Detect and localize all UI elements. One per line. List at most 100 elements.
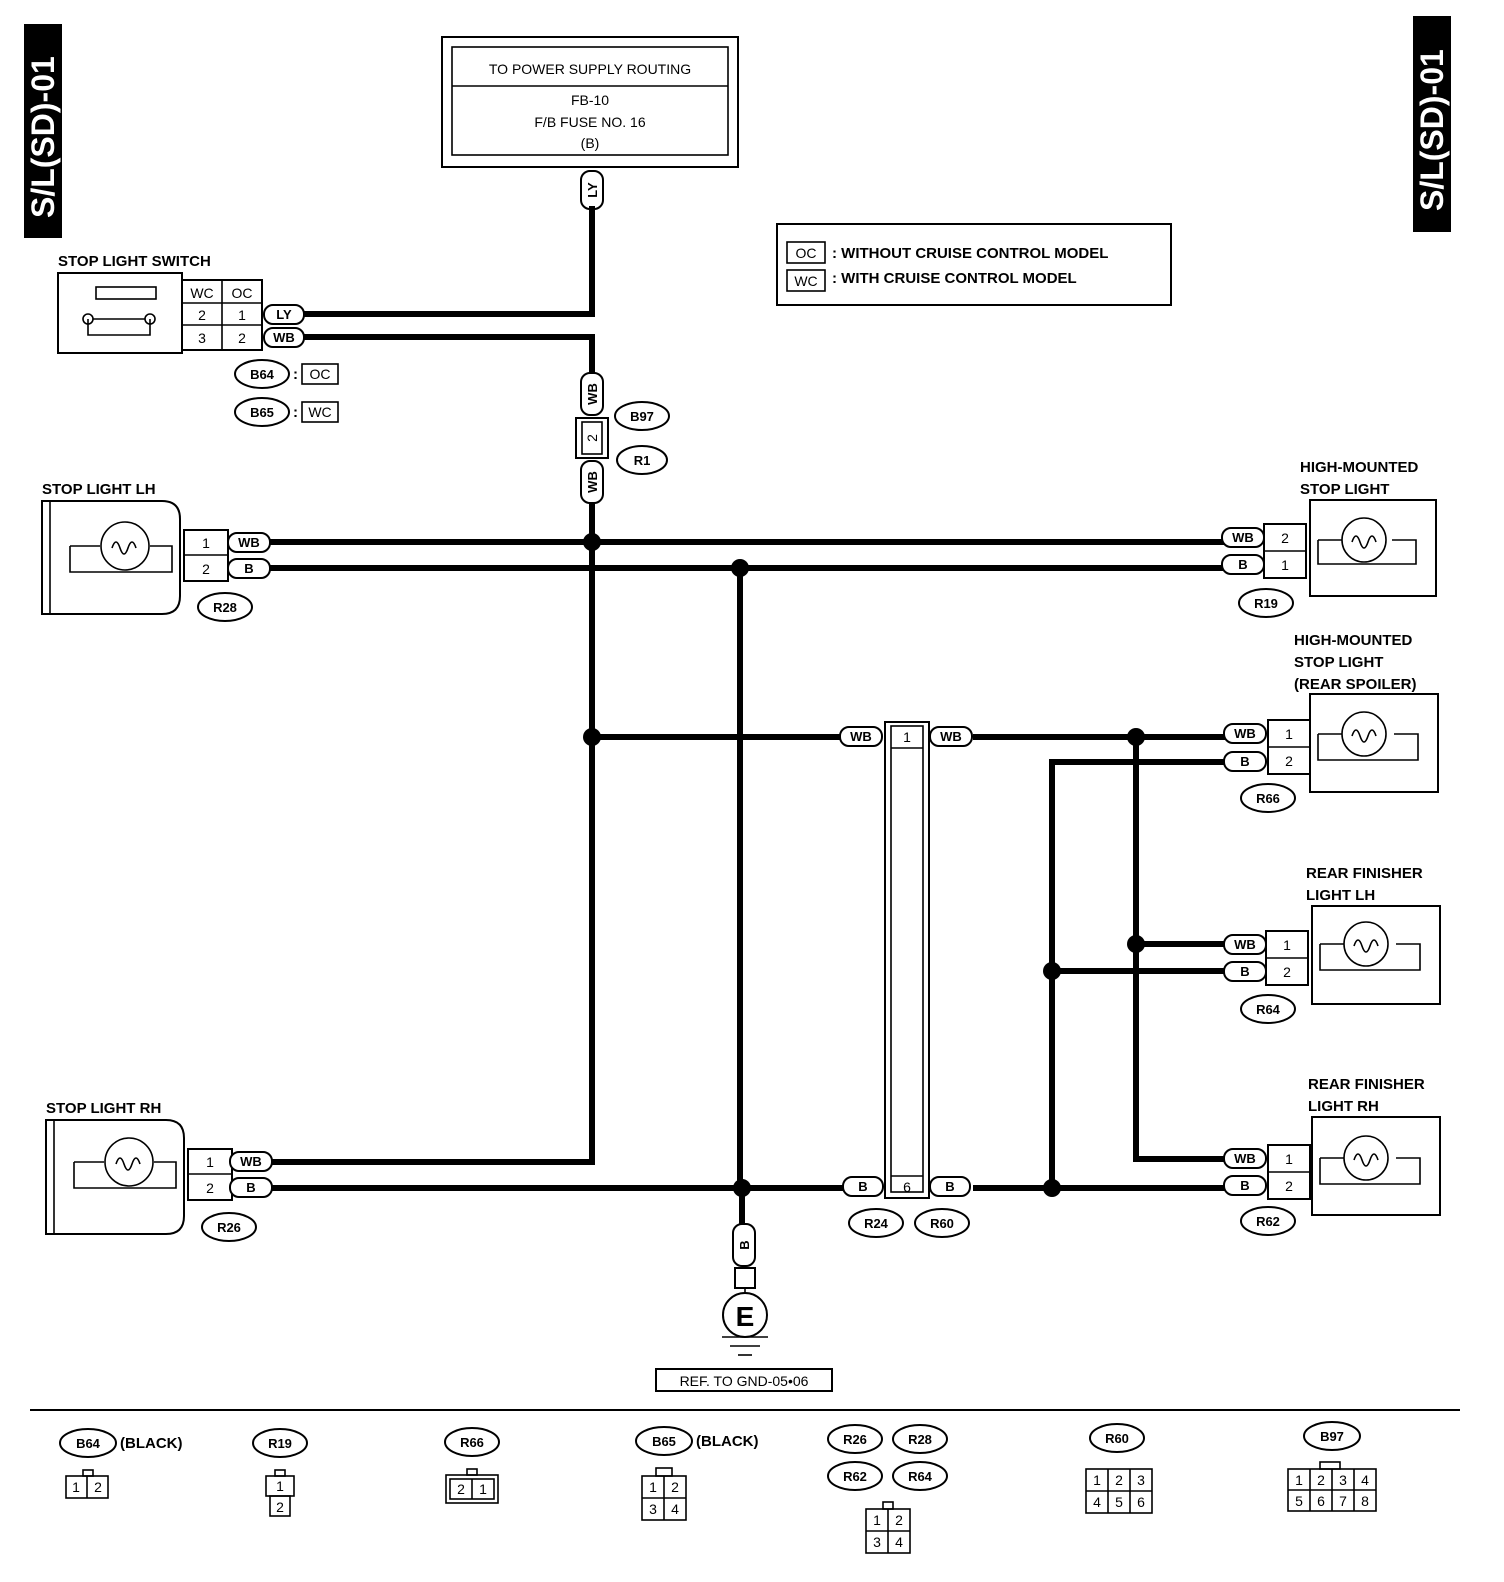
svg-text:2: 2 (198, 307, 206, 323)
high-mounted-stop-light-rear-spoiler: HIGH-MOUNTED STOP LIGHT (REAR SPOILER) (1294, 632, 1439, 793)
svg-text:(REAR SPOILER): (REAR SPOILER) (1294, 676, 1417, 693)
svg-text:R64: R64 (908, 1469, 933, 1484)
svg-text:R26: R26 (843, 1432, 867, 1447)
page-code-right: S/L(SD)-01 (1414, 49, 1450, 211)
svg-text:WB: WB (585, 383, 600, 405)
svg-text:B64: B64 (76, 1436, 101, 1451)
svg-text:2: 2 (1285, 1178, 1293, 1194)
connector-b64 (234, 359, 290, 389)
svg-text:R60: R60 (1105, 1431, 1129, 1446)
wire-tag-wb-lh (227, 532, 271, 553)
stop-light-rh-label: STOP LIGHT RH (46, 1100, 161, 1117)
svg-text:2: 2 (584, 434, 600, 442)
svg-text:2: 2 (1281, 530, 1289, 546)
svg-text:4: 4 (1093, 1494, 1101, 1510)
svg-text:E: E (736, 1301, 755, 1332)
svg-text:LY: LY (585, 182, 600, 198)
svg-text:1: 1 (1285, 726, 1293, 742)
svg-text::: : (293, 366, 298, 383)
power-line-1: FB-10 (571, 92, 609, 108)
svg-text:R28: R28 (213, 600, 237, 615)
svg-text:WB: WB (273, 330, 295, 345)
page-code-tab-right (1413, 16, 1451, 232)
rear-finisher-light-rh: REAR FINISHER LIGHT RH (1308, 1076, 1441, 1216)
stop-light-switch: STOP LIGHT SWITCH WC OC 2 1 3 2 (57, 253, 263, 354)
junction-dots (583, 533, 1145, 1197)
svg-text:(BLACK): (BLACK) (120, 1435, 182, 1452)
svg-text:6: 6 (903, 1179, 911, 1195)
svg-text:OC: OC (310, 366, 331, 382)
wire-tag-wb-rh (229, 1151, 273, 1172)
svg-text:B: B (737, 1240, 752, 1249)
svg-text:B97: B97 (630, 409, 654, 424)
svg-text:HIGH-MOUNTED: HIGH-MOUNTED (1300, 459, 1418, 476)
legend-wc-code: WC (794, 273, 817, 289)
svg-text:R66: R66 (460, 1435, 484, 1450)
svg-text:8: 8 (1361, 1493, 1369, 1509)
svg-text:R24: R24 (864, 1216, 889, 1231)
svg-text:3: 3 (873, 1534, 881, 1550)
svg-text:6: 6 (1137, 1494, 1145, 1510)
ground-ref: REF. TO GND-05•06 (680, 1373, 809, 1389)
svg-text:5: 5 (1115, 1494, 1123, 1510)
svg-text:STOP LIGHT: STOP LIGHT (1294, 654, 1383, 671)
svg-text:(BLACK): (BLACK) (696, 1433, 758, 1450)
wc-tag (301, 401, 339, 423)
svg-text:B: B (1240, 1178, 1249, 1193)
svg-text:4: 4 (1361, 1472, 1369, 1488)
power-supply-box: TO POWER SUPPLY ROUTING FB-10 F/B FUSE N… (441, 36, 739, 168)
svg-text:R64: R64 (1256, 1002, 1281, 1017)
svg-text:REAR FINISHER: REAR FINISHER (1306, 865, 1423, 882)
svg-text:R28: R28 (908, 1432, 932, 1447)
svg-text:R19: R19 (1254, 596, 1278, 611)
svg-text:B: B (246, 1180, 255, 1195)
wire-tag-b-rh (229, 1177, 273, 1198)
legend-wc-text: : WITH CRUISE CONTROL MODEL (832, 270, 1077, 287)
connector-key: B64 (BLACK) 1 2 R19 1 2 R66 2 1 B65 (BLA… (59, 1421, 1377, 1554)
svg-text:B: B (244, 561, 253, 576)
svg-text:2: 2 (276, 1499, 284, 1515)
connector-r26 (201, 1212, 257, 1242)
high-mounted-stop-light: HIGH-MOUNTED STOP LIGHT (1300, 459, 1437, 597)
rear-finisher-light-lh: REAR FINISHER LIGHT LH (1306, 865, 1441, 1005)
svg-text:1: 1 (1285, 1151, 1293, 1167)
wire-tag-wb-r24 (839, 726, 883, 747)
svg-text:R26: R26 (217, 1220, 241, 1235)
svg-text:1: 1 (649, 1479, 657, 1495)
connector-r1 (616, 445, 668, 475)
power-line-3: (B) (581, 135, 600, 151)
stop-light-lh: STOP LIGHT LH (41, 481, 181, 615)
svg-text:R66: R66 (1256, 791, 1280, 806)
svg-text:WC: WC (308, 404, 331, 420)
svg-text:R62: R62 (1256, 1214, 1280, 1229)
connector-r66 (1240, 783, 1296, 813)
svg-text:R62: R62 (843, 1469, 867, 1484)
svg-text:R19: R19 (268, 1436, 292, 1451)
svg-text:OC: OC (232, 285, 253, 301)
svg-text:R60: R60 (930, 1216, 954, 1231)
connector-r62 (1240, 1206, 1296, 1236)
svg-text:2: 2 (1317, 1472, 1325, 1488)
svg-text:WB: WB (1234, 937, 1256, 952)
svg-text:WB: WB (1234, 726, 1256, 741)
svg-text:WB: WB (238, 535, 260, 550)
svg-text:2: 2 (1285, 753, 1293, 769)
svg-text:4: 4 (895, 1534, 903, 1550)
connector-r60 (914, 1208, 970, 1238)
connector-r64 (1240, 994, 1296, 1024)
connector-r24-r60-body (884, 721, 930, 1199)
legend-oc-text: : WITHOUT CRUISE CONTROL MODEL (832, 245, 1108, 262)
svg-text:1: 1 (238, 307, 246, 323)
wire-tag-wb-r1 (580, 460, 604, 504)
svg-text:5: 5 (1295, 1493, 1303, 1509)
wire-tag-b-r60 (929, 1176, 971, 1197)
wire-tag-b-ground (732, 1223, 756, 1267)
connector-r19 (1238, 588, 1294, 618)
wire-tag-wb-b97 (580, 372, 604, 416)
power-title: TO POWER SUPPLY ROUTING (489, 61, 691, 77)
stop-light-rh: STOP LIGHT RH (45, 1100, 185, 1235)
svg-text:1: 1 (873, 1512, 881, 1528)
svg-text:STOP LIGHT: STOP LIGHT (1300, 481, 1389, 498)
connector-b65 (234, 397, 290, 427)
